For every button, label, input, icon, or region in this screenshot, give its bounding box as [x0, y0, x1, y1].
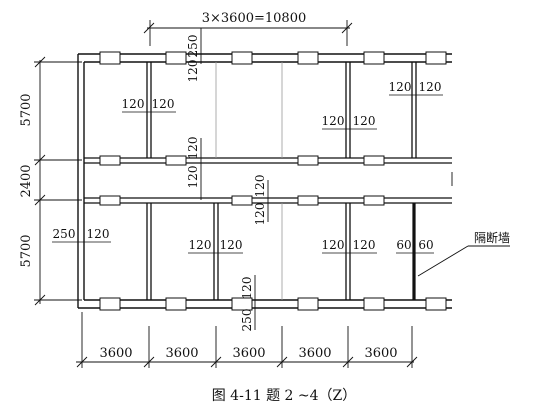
wall-label-corridor-top: 120 — [186, 137, 200, 160]
left-dimension-labels: 5700 2400 5700 — [19, 93, 34, 267]
wall-label-tl-a: 120 — [122, 97, 145, 111]
wall-label-bm1-a: 120 — [189, 238, 212, 252]
left-dim-3: 5700 — [19, 234, 34, 267]
top-cross-walls — [146, 62, 417, 158]
wall-label-tr-b: 120 — [419, 80, 442, 94]
bottom-cross-walls — [146, 203, 351, 300]
bottom-dim-3: 3600 — [232, 346, 265, 361]
left-dim-1: 5700 — [19, 93, 34, 126]
wall-label-mr-a: 120 — [322, 114, 345, 128]
bottom-dim-4: 3600 — [298, 346, 331, 361]
wall-label-bottom-250: 250 — [240, 309, 254, 332]
window-marks — [99, 51, 447, 311]
wall-label-top-120: 120 — [186, 60, 200, 83]
structure — [77, 51, 452, 311]
wall-label-partition-a: 60 — [396, 238, 411, 252]
top-dimension: 3×3600=10800 — [202, 11, 307, 26]
left-dim-2: 2400 — [19, 164, 34, 197]
horizontal-wall-labels: 120 120 120 120 120 120 250 120 120 120 … — [52, 80, 443, 254]
figure-caption: 图 4-11 题 2 ~4（Z） — [212, 388, 357, 404]
wall-label-partition-b: 60 — [418, 238, 433, 252]
wall-label-left-b: 120 — [87, 227, 110, 241]
wall-label-bm2-a: 120 — [322, 238, 345, 252]
wall-label-bottom-120: 120 — [240, 277, 254, 300]
wall-label-corridor-mid: 120 — [186, 166, 200, 189]
wall-label-mr-b: 120 — [353, 114, 376, 128]
bottom-dim-2: 3600 — [165, 346, 198, 361]
bottom-dimension-labels: 3600 3600 3600 3600 3600 — [99, 346, 397, 361]
wall-label-bm2-b: 120 — [353, 238, 376, 252]
wall-label-tr-a: 120 — [389, 80, 412, 94]
label-underlines — [52, 94, 443, 254]
dimension-lines — [34, 20, 510, 368]
bottom-dim-5: 3600 — [364, 346, 397, 361]
wall-label-corridor-right-b: 120 — [253, 203, 267, 226]
wall-label-tl-b: 120 — [152, 97, 175, 111]
wall-label-bm1-b: 120 — [220, 238, 243, 252]
wall-label-top-250: 250 — [186, 35, 200, 58]
faint-lines — [215, 62, 283, 300]
vertical-wall-labels: 250 120 120 120 120 120 120 250 — [186, 35, 267, 332]
bottom-dim-1: 3600 — [99, 346, 132, 361]
partition-wall-label: 隔断墙 — [474, 230, 510, 245]
outer-walls — [77, 53, 452, 309]
wall-label-left-a: 250 — [53, 227, 76, 241]
wall-label-corridor-right-a: 120 — [253, 175, 267, 198]
